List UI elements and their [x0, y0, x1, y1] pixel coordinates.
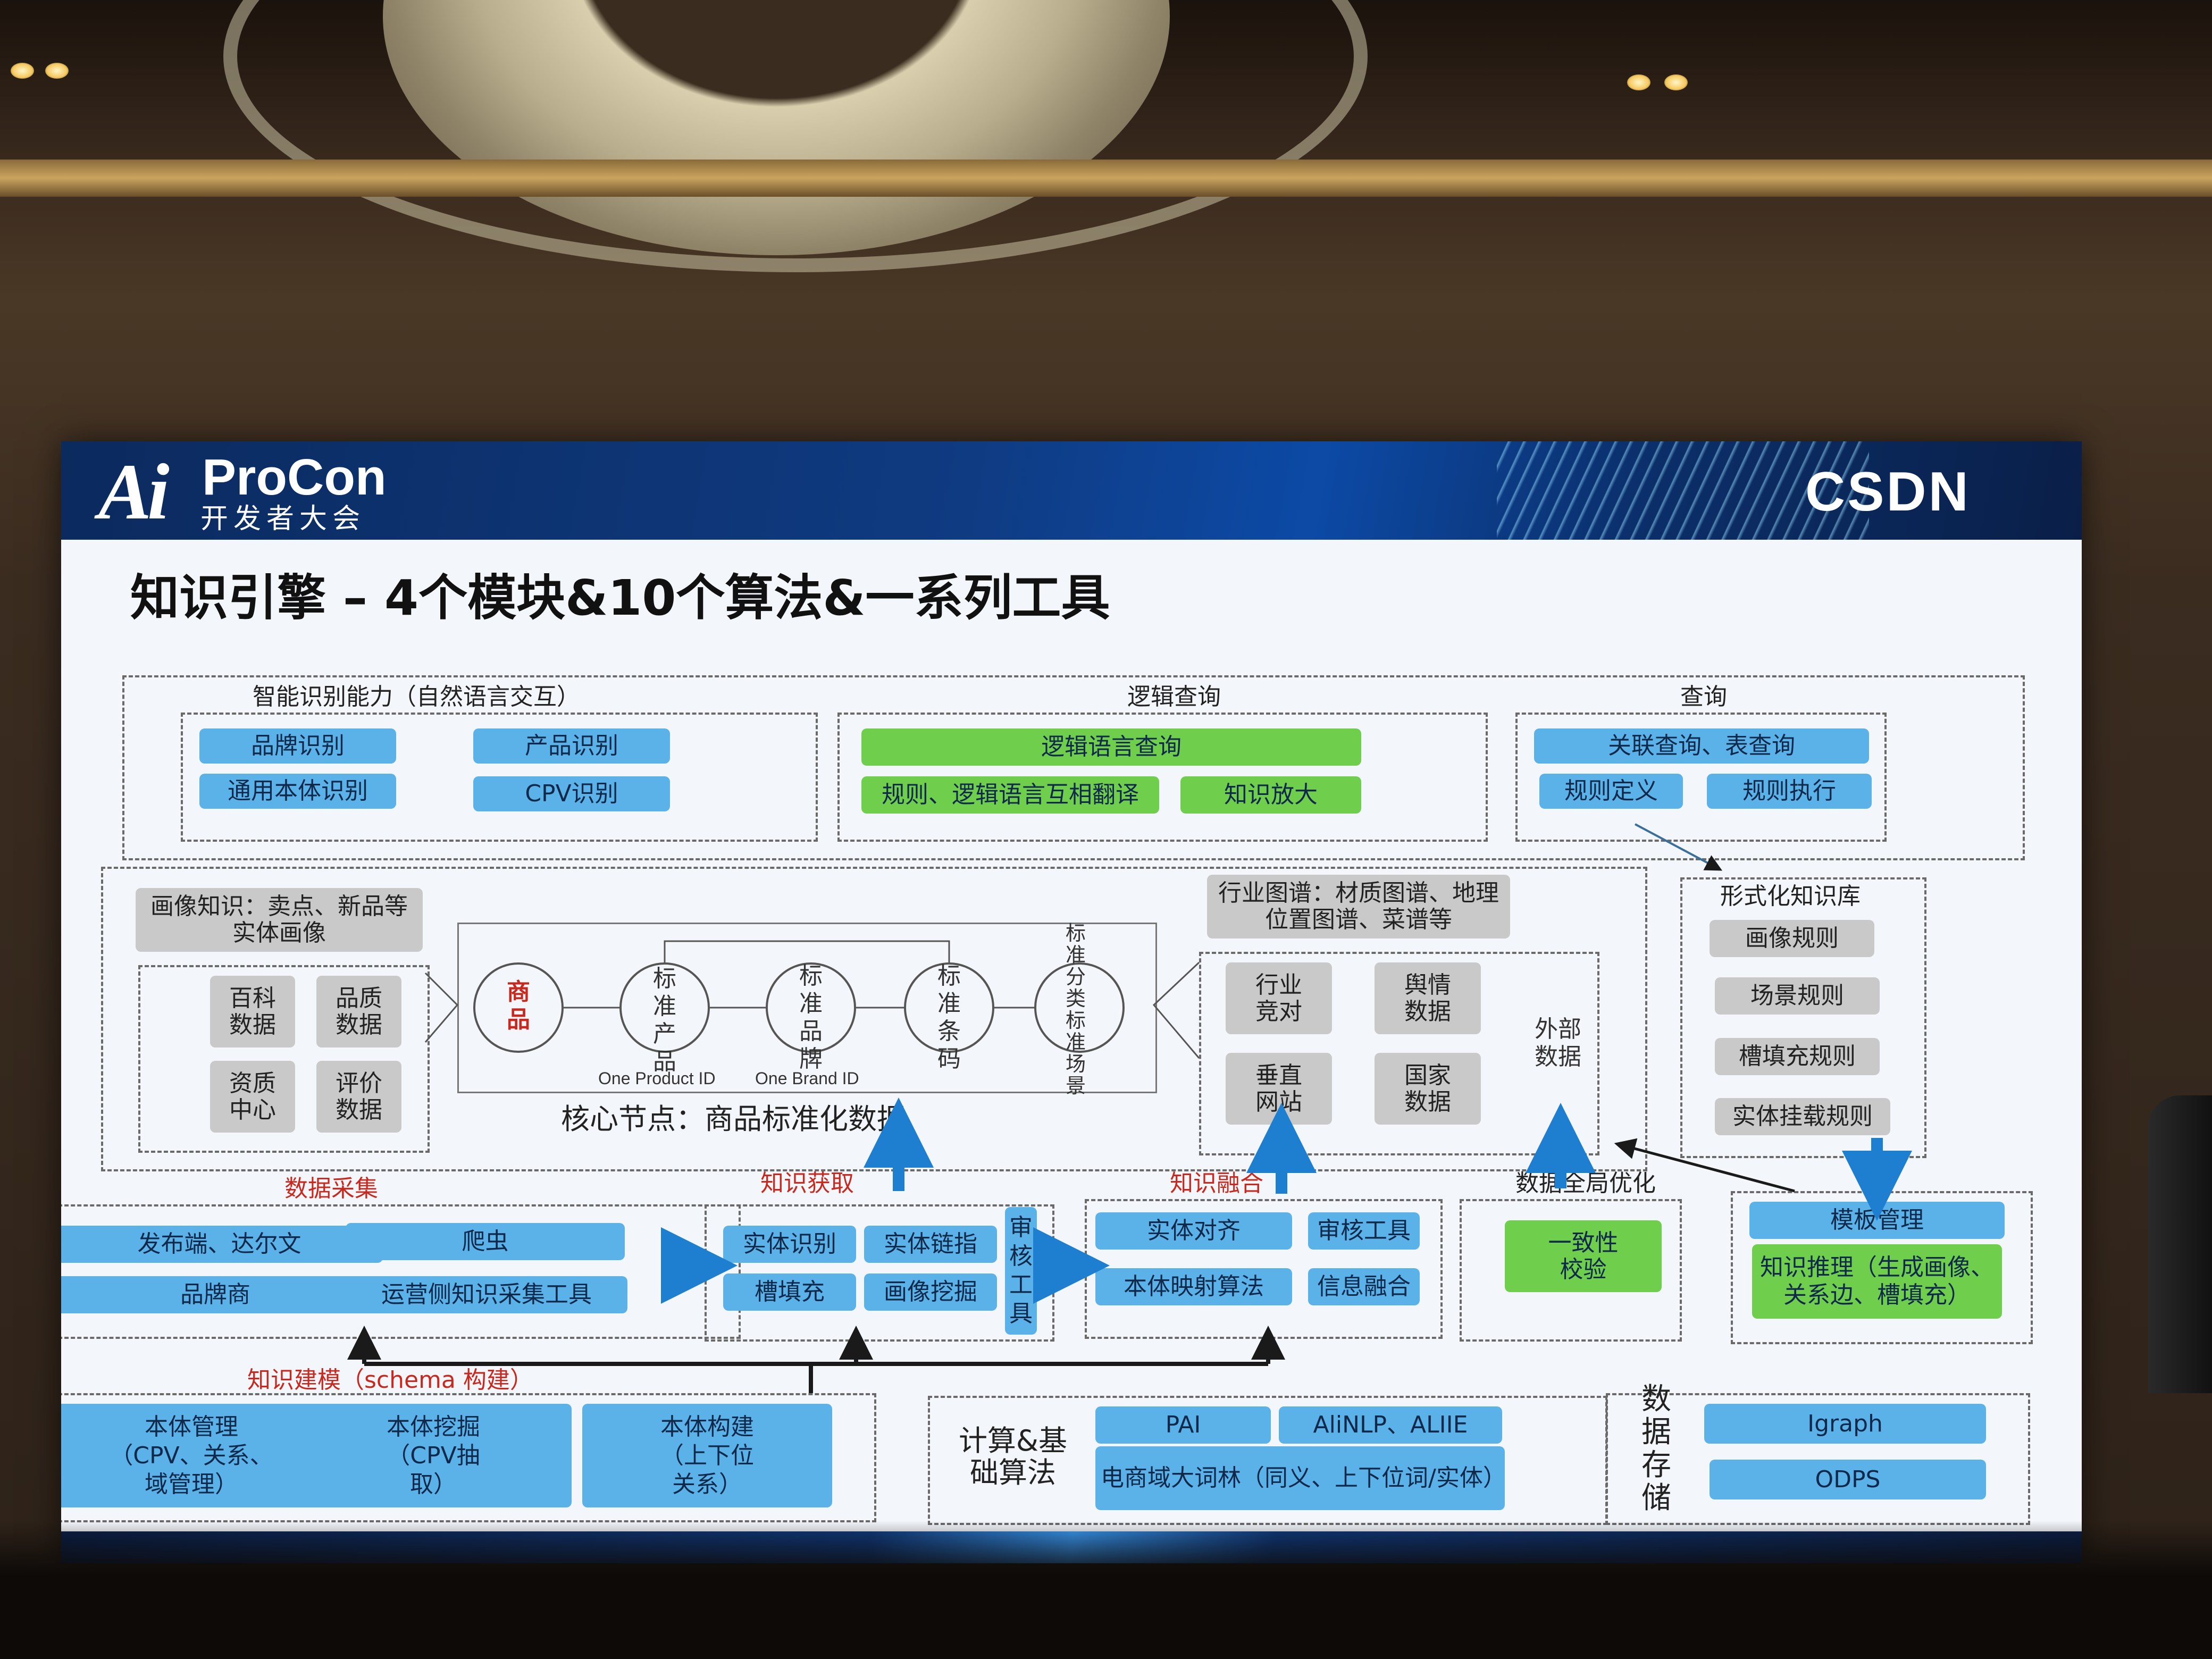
knowledge-amplify: 知识放大: [1180, 776, 1361, 814]
formal-kb-group: [1680, 877, 1926, 1158]
node-std-brand: [766, 962, 856, 1053]
ontology-construction: 本体构建（上下位关系）: [582, 1404, 832, 1507]
node-std-category: [1034, 962, 1125, 1053]
ceiling-light: [11, 63, 34, 79]
cpv-recognition: CPV识别: [473, 776, 670, 811]
storage-label: 数据存储: [1641, 1382, 1671, 1515]
rule-logic-translation: 规则、逻辑语言互相翻译: [861, 776, 1159, 814]
entity-recognition: 实体识别: [723, 1226, 856, 1263]
ops-collection-tool: 运营侧知识采集工具: [346, 1276, 627, 1313]
banner-decoration: [1497, 441, 1869, 540]
data-collect-group: [61, 1204, 741, 1339]
node-std-category-label: 标准分类标准场景: [1065, 921, 1086, 1097]
csdn-logo: CSDN: [1805, 461, 1971, 523]
ceiling-light: [45, 63, 69, 79]
node-product: [473, 962, 564, 1053]
odps: ODPS: [1710, 1460, 1986, 1499]
logic-label: 逻辑查询: [1127, 683, 1221, 710]
node-std-brand-label: 标准品牌: [799, 962, 823, 1073]
pai: PAI: [1095, 1406, 1271, 1444]
top-modules-group: [122, 675, 2025, 860]
data-collect-label: 数据采集: [284, 1175, 378, 1202]
brand-recognition: 品牌识别: [199, 728, 396, 764]
projection-screen: Ai ProCon 开发者大会 CSDN 知识引擎 – 4个模块&10个算法&一…: [61, 441, 2082, 1563]
competitor-data: 行业竞对: [1226, 962, 1332, 1034]
generic-entity-recognition: 通用本体识别: [199, 774, 396, 809]
review-tool-vertical: 审核工具: [1005, 1207, 1037, 1335]
core-caption: 核心节点：商品标准化数据: [561, 1102, 906, 1136]
one-product-id: One Product ID: [598, 1069, 716, 1088]
node-product-label: 商品: [507, 978, 530, 1033]
slot-filling-rules: 槽填充规则: [1715, 1038, 1880, 1075]
ecommerce-lexicon: 电商域大词林（同义、上下位词/实体）: [1095, 1446, 1506, 1510]
global-opt-group: [1460, 1199, 1682, 1342]
core-group: [101, 867, 1647, 1171]
external-data-group: [1199, 952, 1599, 1155]
crawler: 爬虫: [346, 1223, 625, 1260]
schema-label: 知识建模（schema 构建）: [247, 1367, 533, 1394]
sentiment-data: 舆情数据: [1375, 962, 1481, 1034]
slide-title: 知识引擎 – 4个模块&10个算法&一系列工具: [130, 569, 1110, 626]
presenter-silhouette: [2148, 1095, 2212, 1393]
portrait-rules: 画像规则: [1710, 920, 1874, 957]
ontology-management: 本体管理（CPV、关系、域管理）: [61, 1404, 332, 1507]
portrait-mining: 画像挖掘: [864, 1273, 997, 1311]
entity-mount-rules: 实体挂载规则: [1715, 1098, 1890, 1135]
review-data: 评价数据: [316, 1061, 401, 1133]
aiprocon-logo-subtitle: 开发者大会: [200, 503, 366, 535]
aiprocon-logo-text: ProCon: [202, 449, 387, 506]
rule-definition: 规则定义: [1539, 774, 1683, 809]
knowledge-fusion-label: 知识融合: [1170, 1170, 1263, 1197]
brand-owner: 品牌商: [61, 1276, 380, 1313]
portrait-knowledge: 画像知识：卖点、新品等实体画像: [136, 888, 423, 952]
global-opt-label: 数据全局优化: [1515, 1170, 1656, 1197]
nlu-label: 智能识别能力（自然语言交互）: [253, 683, 580, 710]
encyclopedia-data: 百科数据: [210, 976, 295, 1048]
aiprocon-logo-mark: Ai: [98, 448, 170, 536]
entity-alignment: 实体对齐: [1095, 1212, 1292, 1250]
slot-filling: 槽填充: [723, 1273, 856, 1311]
quality-data: 品质数据: [316, 976, 401, 1048]
qualification-center: 资质中心: [210, 1061, 295, 1133]
vertical-sites: 垂直网站: [1226, 1053, 1332, 1125]
query-label: 查询: [1680, 683, 1727, 710]
ceiling-trim: [0, 160, 2212, 197]
info-fusion: 信息融合: [1308, 1268, 1420, 1305]
audience-silhouettes: [0, 1521, 2212, 1659]
formal-kb-label: 形式化知识库: [1720, 883, 1861, 910]
nlu-group: [181, 713, 818, 842]
alinlp-aliie: AliNLP、ALIIE: [1279, 1406, 1502, 1444]
product-recognition: 产品识别: [473, 728, 670, 764]
ceiling-light: [1627, 74, 1650, 90]
knowledge-reasoning: 知识推理（生成画像、关系边、槽填充）: [1752, 1244, 2002, 1319]
node-std-product-label: 标准产品: [653, 965, 676, 1075]
relational-query: 关联查询、表查询: [1534, 728, 1869, 764]
node-std-barcode-label: 标准条码: [937, 962, 961, 1073]
slide-banner: Ai ProCon 开发者大会 CSDN: [61, 441, 2082, 540]
node-std-barcode: [904, 962, 994, 1053]
template-management: 模板管理: [1749, 1202, 2005, 1239]
knowledge-acquire-label: 知识获取: [760, 1170, 854, 1197]
rule-execution: 规则执行: [1707, 774, 1872, 809]
fusion-review-tool: 审核工具: [1308, 1212, 1420, 1250]
ontology-mining: 本体挖掘（CPV抽取）: [295, 1404, 572, 1507]
one-brand-id: One Brand ID: [755, 1069, 859, 1088]
ceiling-light: [1664, 74, 1688, 90]
logic-language-query: 逻辑语言查询: [861, 728, 1361, 766]
external-data-label: 外部数据: [1535, 1016, 1581, 1070]
ontology-mapping: 本体映射算法: [1095, 1268, 1292, 1305]
scene-rules: 场景规则: [1715, 977, 1880, 1015]
publisher-darwin: 发布端、达尔文: [61, 1226, 383, 1263]
node-std-product: [619, 962, 710, 1053]
internal-sources-group: [138, 965, 430, 1153]
logic-group: [837, 713, 1488, 842]
compute-label: 计算&基础算法: [958, 1424, 1068, 1489]
igraph: Igraph: [1704, 1404, 1986, 1444]
knowledge-acquire-group: [705, 1204, 1054, 1342]
entity-linking: 实体链指: [864, 1226, 997, 1263]
consistency-check: 一致性校验: [1505, 1220, 1662, 1292]
industry-graph: 行业图谱：材质图谱、地理位置图谱、菜谱等: [1207, 875, 1510, 939]
national-data: 国家数据: [1375, 1053, 1481, 1125]
